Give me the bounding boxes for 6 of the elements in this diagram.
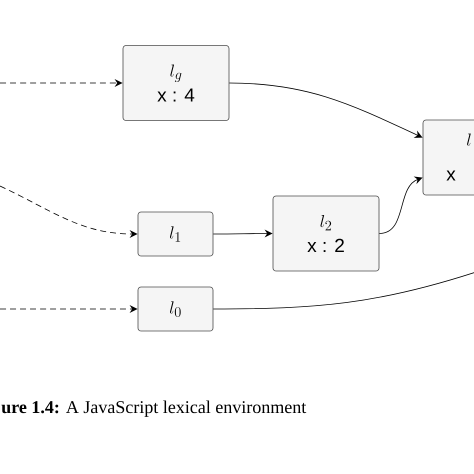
environment-box: $l_2$ x : 2 bbox=[272, 196, 380, 272]
environment-box: $l_0$ bbox=[138, 286, 214, 332]
environment-box: $l_1$ bbox=[138, 212, 214, 256]
figure-caption: ure 1.4: A JavaScript lexical environment bbox=[1, 400, 306, 417]
environment-box: $l$ x bbox=[422, 120, 474, 196]
environment-box: $l_g$ x : 4 bbox=[122, 45, 230, 121]
